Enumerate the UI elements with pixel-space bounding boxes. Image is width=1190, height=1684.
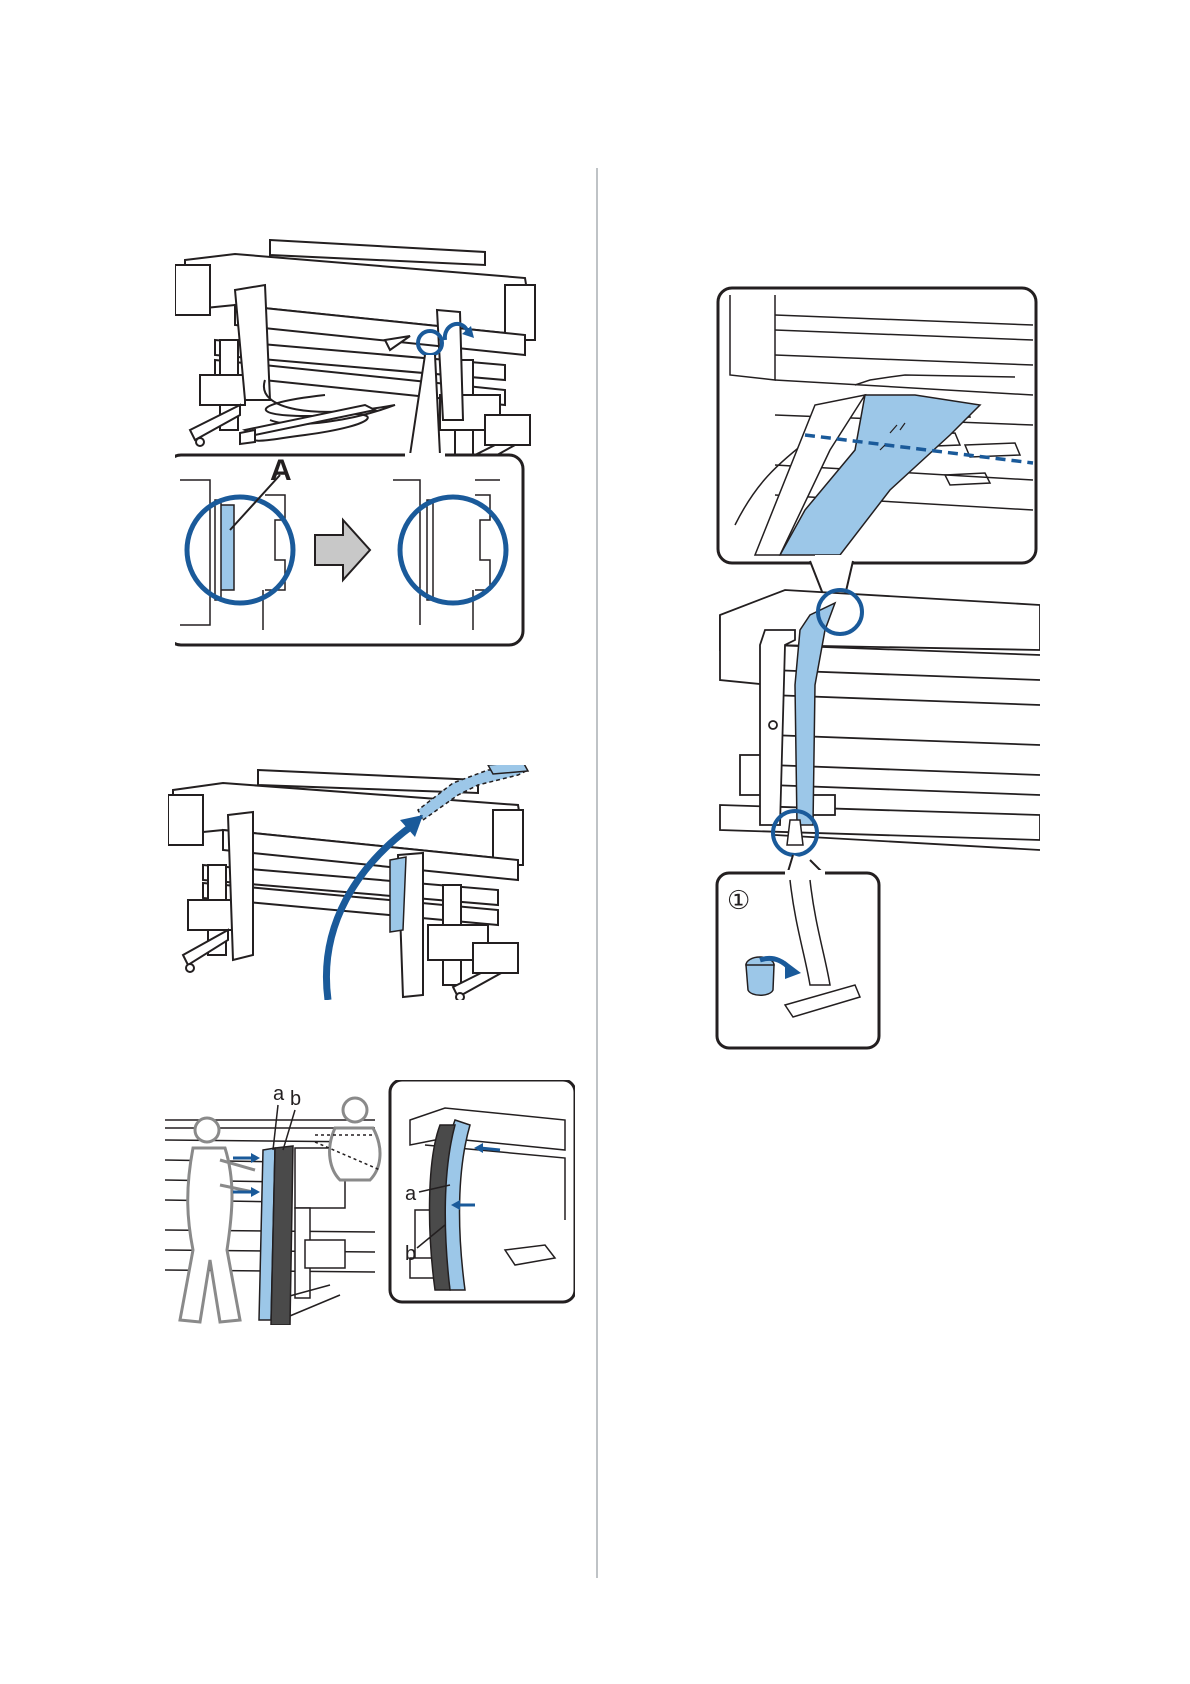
media-strip-dark [271, 1146, 293, 1325]
inset-panel: a b [390, 1080, 575, 1302]
inset-label-b: b [405, 1243, 416, 1265]
inset-label-a: a [405, 1183, 417, 1205]
callout-label-a: A [270, 454, 292, 487]
callout-panel-a: A [175, 453, 523, 645]
printer-side-view [720, 590, 1040, 850]
figure-two-person-align: a b a b [165, 1080, 575, 1325]
figure-take-up-roll: A [175, 230, 565, 700]
figure-media-feed [168, 765, 568, 1000]
bottom-callout-panel: ① [717, 870, 879, 1048]
printer-illustration [168, 770, 523, 1000]
person-left [180, 1118, 255, 1322]
label-b: b [290, 1088, 301, 1110]
printer-illustration [175, 240, 535, 476]
person-right [330, 1098, 380, 1180]
figure-media-tension: ① [715, 285, 1040, 1065]
top-callout-panel [718, 288, 1036, 563]
label-a: a [273, 1083, 285, 1105]
column-divider [596, 168, 598, 1578]
step-label: ① [727, 885, 750, 915]
